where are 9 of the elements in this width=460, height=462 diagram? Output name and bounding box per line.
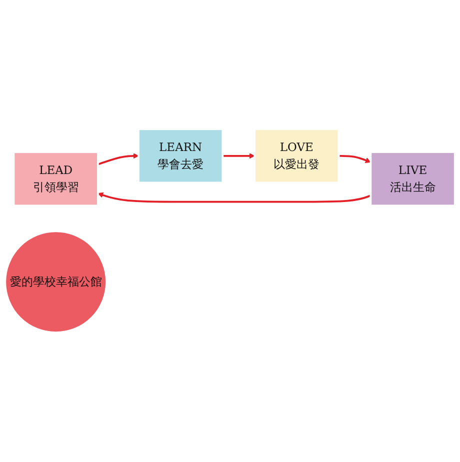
node-box: LEARN 學會去愛 bbox=[138, 128, 224, 184]
arrow bbox=[338, 155, 371, 164]
arrow bbox=[98, 153, 139, 166]
node-box: LIVE 活出生命 bbox=[370, 151, 456, 207]
node-circle: 愛的學校幸福公館 bbox=[4, 230, 108, 334]
node-box: LOVE 以愛出發 bbox=[254, 128, 340, 184]
arrow bbox=[222, 153, 255, 159]
arrow bbox=[98, 192, 372, 203]
node-box: LEAD 引領學習 bbox=[12, 151, 99, 207]
